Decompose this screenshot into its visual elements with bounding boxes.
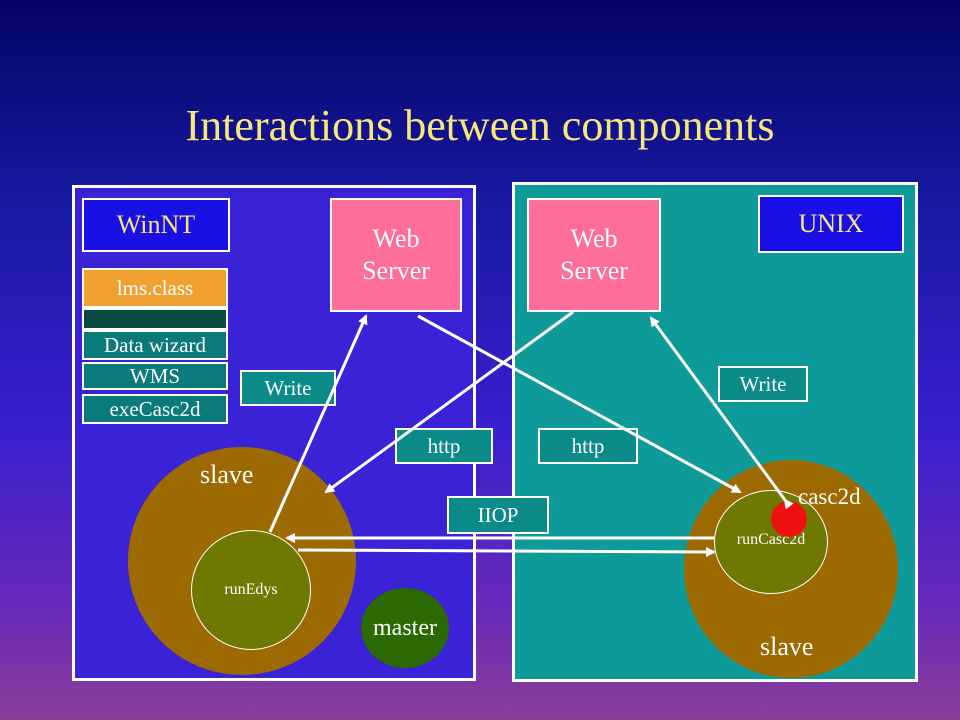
execasc2d-block: exeCasc2d: [82, 394, 228, 424]
winnt-label: WinNT: [82, 198, 230, 252]
unix-label: UNIX: [758, 195, 904, 253]
blank-block: [82, 308, 228, 330]
master-node: master: [361, 588, 449, 668]
arrow-http-left: [324, 310, 574, 494]
write-label-left: Write: [240, 370, 336, 406]
run-edys-label: runEdys: [224, 581, 278, 598]
wms-block: WMS: [82, 362, 228, 390]
web-server-left[interactable]: Web Server: [330, 198, 462, 312]
master-label: master: [373, 614, 437, 641]
data-wizard-block: Data wizard: [82, 330, 228, 360]
lms-class-block: lms.class: [82, 268, 228, 308]
http-label-left: http: [395, 428, 493, 464]
page-title: Interactions between components: [185, 101, 775, 150]
run-edys-node: runEdys: [191, 530, 311, 650]
slave-label-right: slave: [760, 632, 814, 661]
arrow-http-right: [417, 314, 742, 494]
arrow-iiop-to-right: [297, 546, 716, 557]
web-server-right[interactable]: Web Server: [527, 198, 661, 312]
casc2d-label: casc2d: [798, 484, 861, 509]
http-label-right: http: [538, 428, 638, 464]
iiop-label: IIOP: [447, 496, 549, 534]
slave-label-left: slave: [200, 460, 254, 489]
arrow-write-left: [268, 314, 368, 533]
arrow-write-right: [649, 316, 794, 510]
